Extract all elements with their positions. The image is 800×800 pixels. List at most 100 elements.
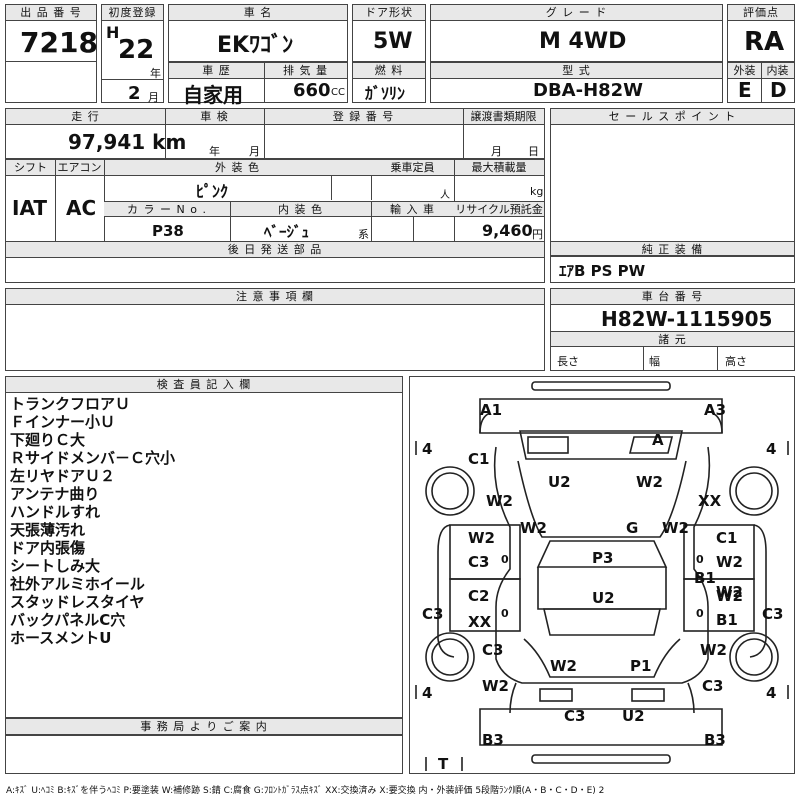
chassis-number: H82W-1115905 (601, 307, 773, 331)
kei-suffix: 系 (358, 228, 369, 241)
spare-tire-mark: T (438, 755, 449, 773)
genuine-equipment-label: 純 正 装 備 (551, 241, 794, 257)
zero-mark: 0 (501, 553, 509, 566)
model-code: DBA-H82W (533, 80, 644, 101)
year-suffix: 年 (150, 67, 161, 80)
shift-label: シフト (6, 160, 56, 176)
fuel-label: 燃 料 (353, 63, 425, 79)
damage-mark: A3 (704, 401, 726, 419)
deadline-day-suffix: 日 (528, 145, 539, 158)
spec-box: シフト エアコン 外 装 色 乗車定員 最大積載量 IAT AC ﾋﾟﾝｸ 人 … (5, 159, 545, 242)
inspection-note: Ｒサイドメンバ－Ｃ穴小 (10, 449, 176, 467)
notes-box: 注 意 事 項 欄 (5, 288, 545, 371)
model-code-label: 型 式 (431, 63, 722, 79)
damage-mark: XX (698, 492, 722, 510)
inspection-notes: トランクフロアＵ Ｆインナー小Ｕ 下廻りＣ大 Ｒサイドメンバ－Ｃ穴小 左リヤドア… (10, 395, 175, 647)
interior-grade-label: 内装 (761, 63, 794, 79)
first-registration-label: 初度登録 (102, 5, 163, 21)
later-parts-box: 後 日 発 送 部 品 (5, 241, 545, 283)
grade-value: M 4WD (539, 29, 627, 54)
door-box: ドア形状 5W (352, 4, 426, 62)
registration-year: 22 (118, 35, 155, 65)
shift-value: IAT (12, 196, 48, 220)
inspection-note: スタッドレスタイヤ (10, 593, 145, 611)
lot-number-box: 出 品 番 号 7218 (5, 4, 98, 103)
damage-mark: U2 (548, 473, 571, 491)
inspection-note: 天張薄汚れ (10, 521, 86, 539)
person-unit: 人 (440, 190, 450, 201)
damage-mark: W2 (486, 492, 513, 510)
mileage-box: 走 行 車 検 登 録 番 号 譲渡書類期限 97,941 km 年 月 月 日 (5, 108, 545, 159)
shaken-month-suffix: 月 (249, 145, 260, 158)
recycle-label: リサイクル預託金 (454, 201, 544, 217)
interior-color: ﾍﾞｰｼﾞｭ (264, 223, 310, 241)
mileage-label: 走 行 (6, 109, 166, 125)
length-label: 長さ (557, 355, 579, 368)
later-parts-label: 後 日 発 送 部 品 (6, 242, 544, 258)
lot-number-label: 出 品 番 号 (6, 5, 96, 21)
damage-mark: W2 (662, 519, 689, 537)
grade-box: グ レ ー ド M 4WD (430, 4, 723, 62)
score-value: RA (744, 27, 785, 57)
damage-mark: C3 (482, 641, 503, 659)
model-code-box: 型 式 DBA-H82W (430, 62, 723, 103)
exterior-grade: E (738, 78, 752, 102)
genuine-equipment: ｴｱB PS PW (559, 262, 646, 280)
door-label: ドア形状 (353, 5, 425, 21)
damage-mark: W2 (716, 587, 743, 605)
damage-mark: A1 (480, 401, 502, 419)
grade-detail-box: 外装 内装 E D (727, 62, 795, 103)
tire-mark: 4 (766, 440, 776, 458)
damage-mark: C1 (716, 529, 737, 547)
importer-label: 輸 入 車 (371, 201, 455, 217)
deadline-label: 譲渡書類期限 (463, 109, 544, 125)
inspection-note: Ｆインナー小Ｕ (10, 413, 116, 431)
damage-mark: C3 (564, 707, 585, 725)
mileage-value: 97,941 km (68, 130, 187, 154)
inspection-note: 社外アルミホイール (10, 575, 145, 593)
tire-mark: 4 (422, 684, 432, 702)
damage-mark: U2 (592, 589, 615, 607)
inspection-note: 下廻りＣ大 (10, 431, 86, 449)
aircon-value: AC (66, 196, 97, 220)
damage-mark: P3 (592, 549, 613, 567)
damage-mark: B3 (482, 731, 504, 749)
registration-month: 2 (128, 83, 141, 104)
notes-label: 注 意 事 項 欄 (6, 289, 544, 305)
damage-mark: P1 (630, 657, 651, 675)
zero-mark: 0 (501, 607, 509, 620)
shaken-year-suffix: 年 (209, 145, 220, 158)
damage-mark: W2 (550, 657, 577, 675)
damage-mark: W2 (700, 641, 727, 659)
sales-point-box: セ ー ル ス ポ イ ン ト 純 正 装 備 (550, 108, 795, 257)
recycle-fee: 9,460 (482, 221, 533, 240)
inspection-note: ハンドルすれ (10, 503, 101, 521)
damage-mark: A (652, 431, 664, 449)
damage-mark: C3 (422, 605, 443, 623)
kg-unit: kg (530, 185, 544, 198)
damage-mark: W2 (636, 473, 663, 491)
door-type: 5W (373, 29, 413, 54)
era-mark: H (106, 23, 120, 42)
zero-mark: 0 (696, 607, 704, 620)
reg-no-label: 登 録 番 号 (264, 109, 464, 125)
yen-suffix: 円 (532, 228, 543, 241)
month-suffix: 月 (148, 91, 159, 104)
displacement: 660 (293, 80, 331, 101)
genuine-equipment-box: ｴｱB PS PW (550, 255, 795, 283)
score-box: 評価点 RA (727, 4, 795, 62)
displacement-label: 排 気 量 (264, 63, 347, 79)
shaken-label: 車 検 (165, 109, 265, 125)
damage-mark: C3 (468, 553, 489, 571)
zero-mark: 0 (696, 553, 704, 566)
inspector-box: 検 査 員 記 入 欄 トランクフロアＵ Ｆインナー小Ｕ 下廻りＣ大 Ｒサイドメ… (5, 376, 403, 736)
damage-mark: G (626, 519, 638, 537)
damage-mark: W2 (716, 553, 743, 571)
office-notice-label: 事 務 局 よ り ご 案 内 (6, 719, 402, 735)
damage-mark: U2 (622, 707, 645, 725)
damage-mark: B1 (716, 611, 738, 629)
history-label: 車 歴 (169, 63, 265, 79)
legend: A:ｷｽﾞ U:ﾍｺﾐ B:ｷｽﾞを伴うﾍｺﾐ P:要塗装 W:補修跡 S:錆 … (6, 786, 605, 796)
